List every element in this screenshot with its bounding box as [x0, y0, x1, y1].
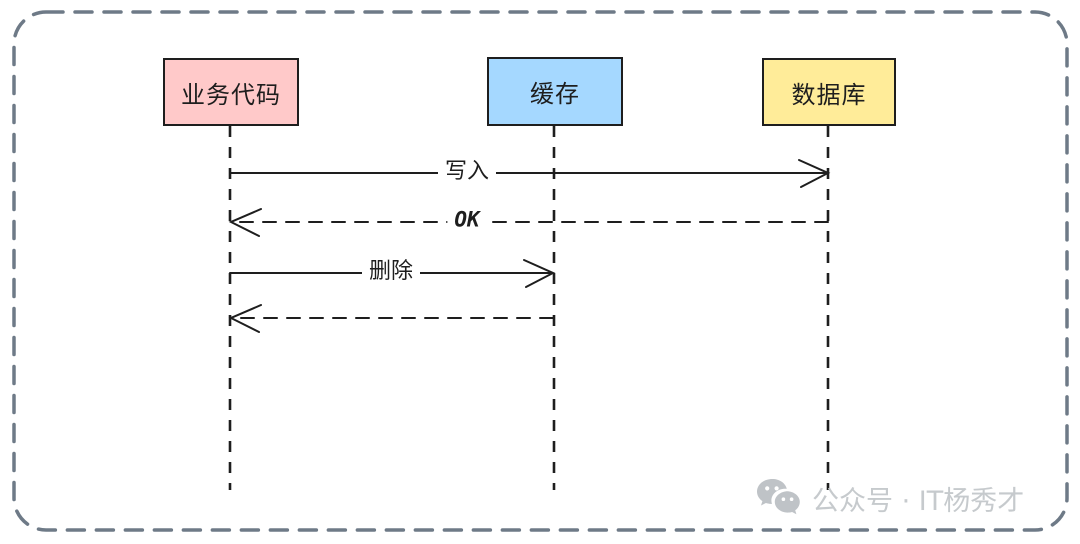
arrowhead-left-icon: [228, 208, 262, 237]
message-label-ok: OK: [447, 207, 487, 233]
wechat-icon: [756, 478, 802, 518]
arrow-reply: [228, 304, 554, 333]
participant-label: 缓存: [530, 80, 580, 108]
watermark: 公众号 · IT杨秀才: [756, 478, 1024, 518]
participant-business-code: 业务代码: [163, 58, 299, 126]
participant-label: 数据库: [791, 80, 867, 109]
arrow-write: [229, 159, 831, 188]
message-label-write: 写入: [437, 158, 497, 186]
arrowhead-right-icon: [523, 259, 556, 288]
dashed-frame: [12, 10, 1069, 532]
message-label-delete: 删除: [361, 258, 421, 286]
participant-database: 数据库: [762, 58, 896, 126]
participant-label: 业务代码: [181, 80, 281, 109]
watermark-text: 公众号 · IT杨秀才: [812, 485, 1025, 517]
arrowhead-left-icon: [228, 304, 262, 333]
arrowhead-right-icon: [798, 159, 831, 188]
arrow-ok: [228, 208, 829, 237]
participant-cache: 缓存: [487, 57, 623, 126]
